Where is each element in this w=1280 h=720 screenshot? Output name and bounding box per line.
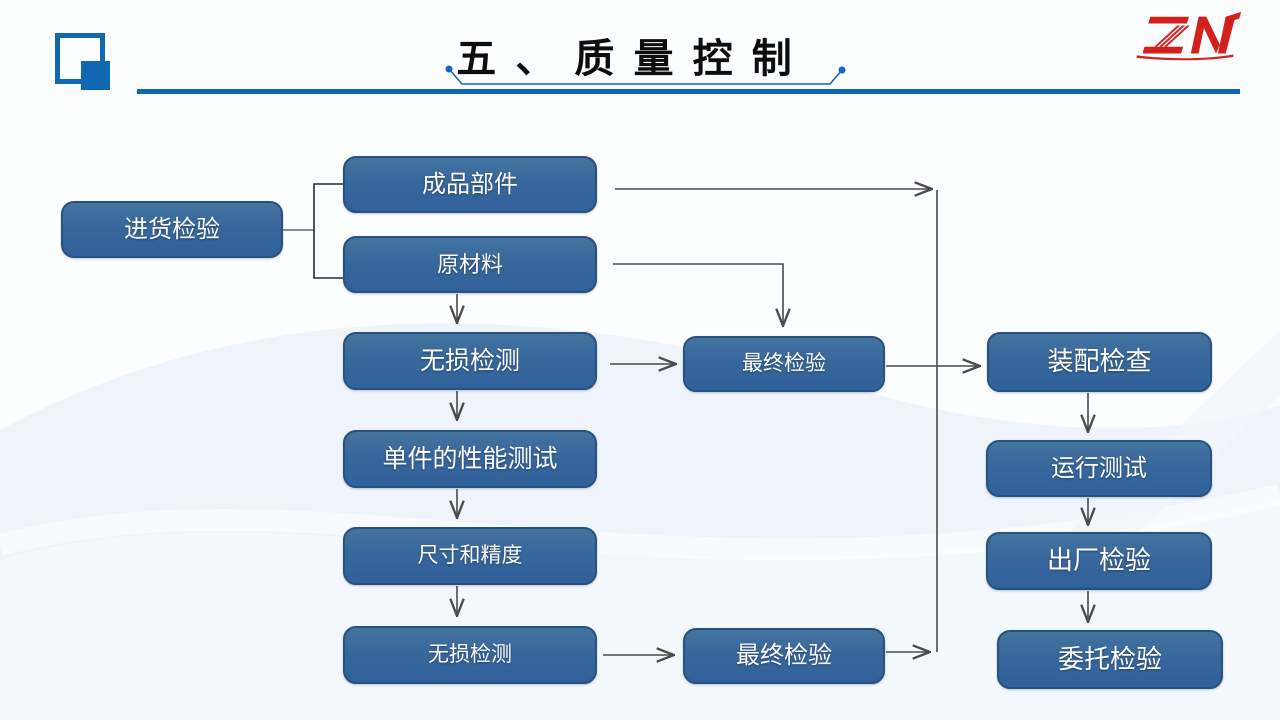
- flow-node-final-inspection-2: 最终检验: [683, 628, 885, 684]
- flow-node-finished-parts: 成品部件: [343, 156, 597, 213]
- flow-node-raw-material: 原材料: [343, 236, 597, 293]
- header-divider-line: [137, 89, 1240, 94]
- flow-node-assembly-check: 装配检查: [987, 332, 1212, 392]
- connector-bracket: [313, 183, 343, 279]
- flow-node-final-inspection-1: 最终检验: [683, 336, 885, 392]
- flow-node-incoming-inspection: 进货检验: [61, 201, 283, 258]
- company-logo-icon: [1136, 11, 1242, 61]
- flow-node-unit-performance-test: 单件的性能测试: [343, 430, 597, 488]
- flow-node-factory-inspection: 出厂检验: [986, 532, 1212, 590]
- flow-node-commissioned-inspection: 委托检验: [997, 630, 1223, 689]
- flow-node-ndt-2: 无损检测: [343, 626, 597, 684]
- slide-corner-mark-outline: [55, 33, 105, 84]
- page-title: 五 、 质 量 控 制: [456, 37, 796, 81]
- flow-node-dimension-precision: 尺寸和精度: [343, 527, 597, 585]
- connector-raw-to-final1: [613, 263, 783, 325]
- slide-corner-mark-fill: [81, 61, 110, 90]
- flow-node-ndt-1: 无损检测: [343, 332, 597, 390]
- flow-node-run-test: 运行测试: [986, 440, 1212, 497]
